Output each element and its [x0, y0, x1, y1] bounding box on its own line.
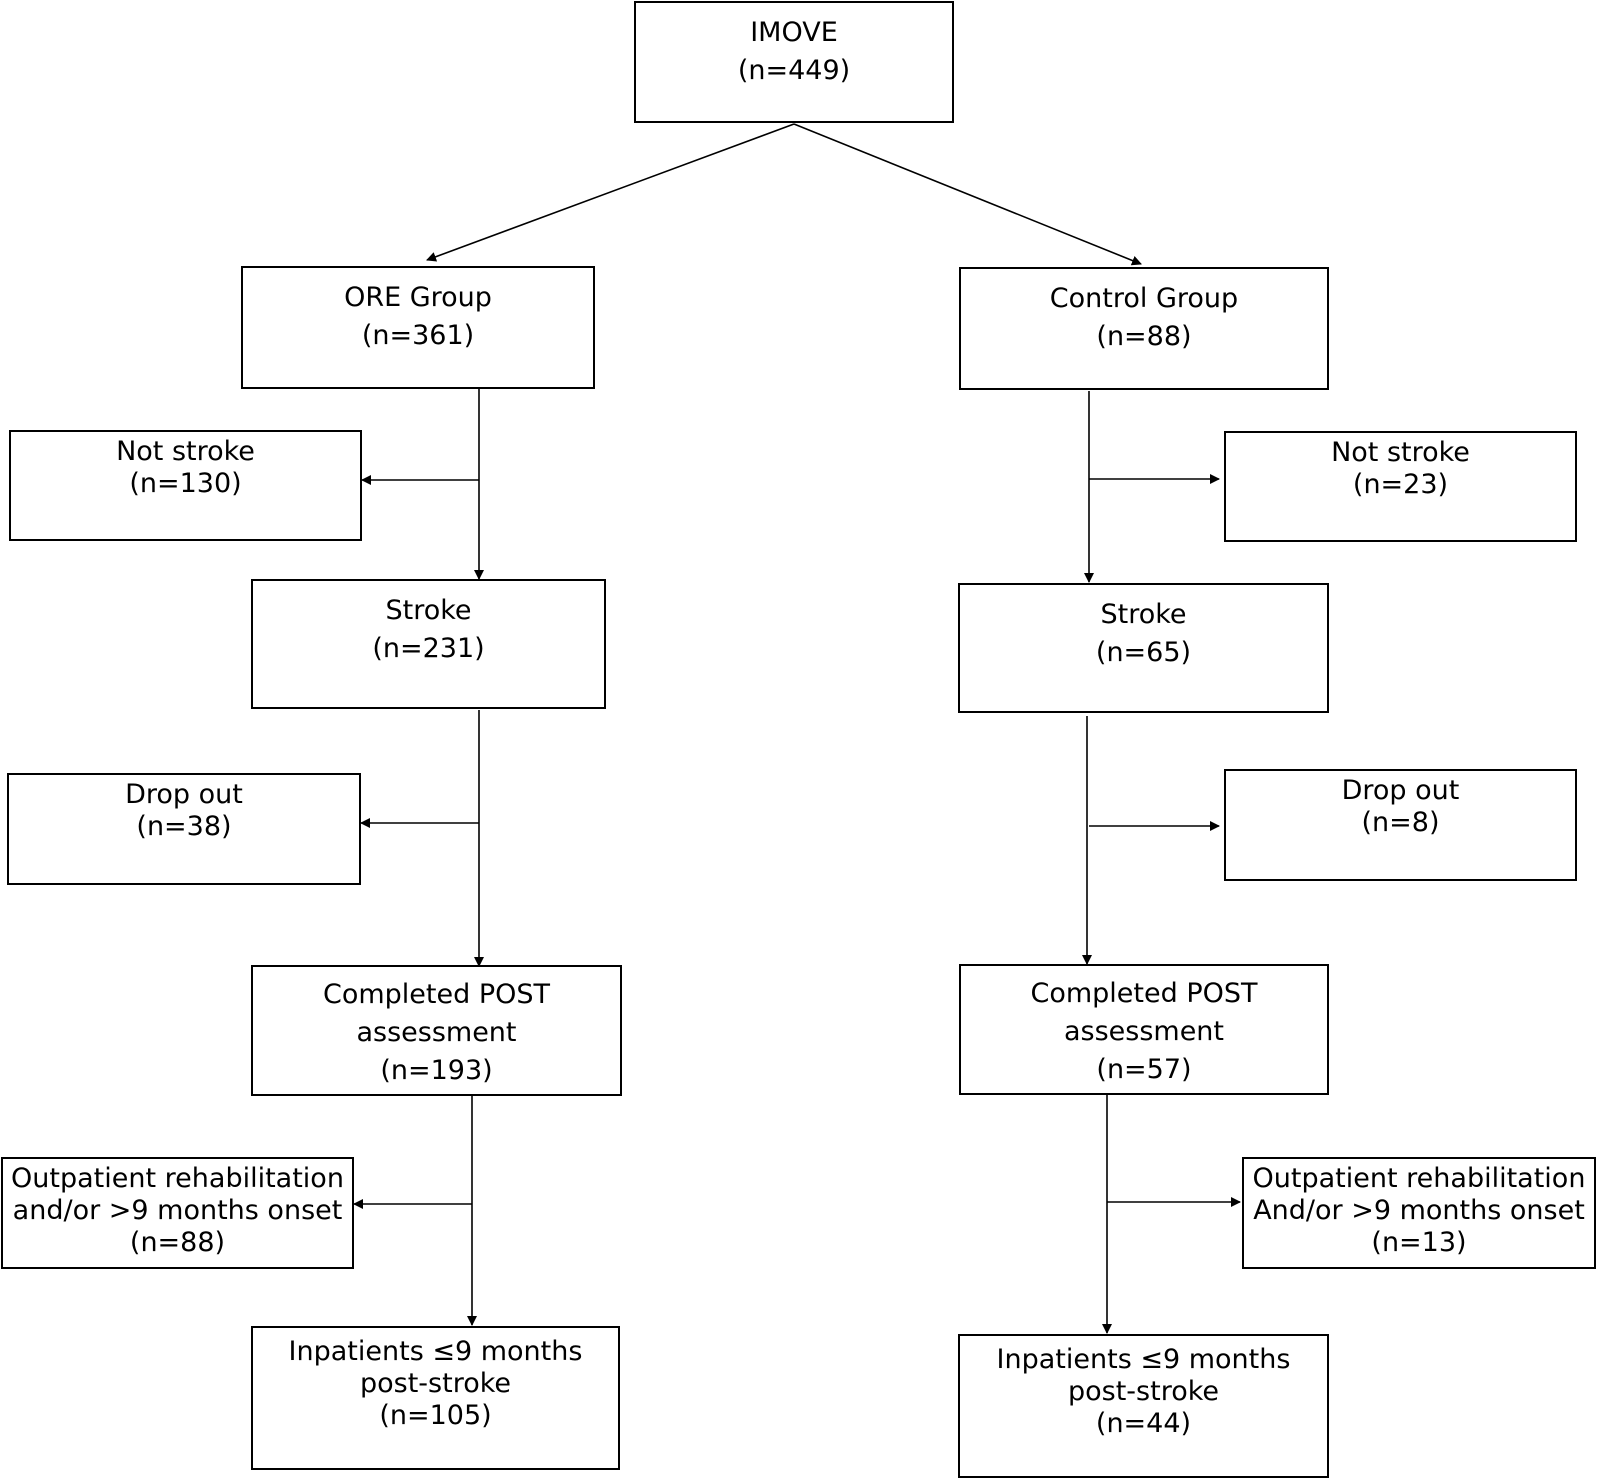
box-control-outpatient: Outpatient rehabilitation And/or >9 mont…	[1242, 1157, 1596, 1269]
box-ore-inpatients: Inpatients ≤9 months post-stroke (n=105)	[251, 1326, 620, 1470]
control-outpatient-line2: And/or >9 months onset	[1253, 1195, 1585, 1226]
ore-stroke-label: Stroke	[385, 595, 472, 626]
control-inpatients-line2: post-stroke	[1067, 1376, 1220, 1407]
control-not-stroke-label: Not stroke	[1331, 437, 1470, 468]
control-drop-out-count: (n=8)	[1361, 807, 1440, 838]
control-outpatient-line1: Outpatient rehabilitation	[1252, 1163, 1586, 1194]
ore-outpatient-line1: Outpatient rehabilitation	[11, 1163, 344, 1194]
control-group-count: (n=88)	[1096, 321, 1192, 352]
box-ore-stroke: Stroke (n=231)	[251, 579, 606, 709]
ore-group-count: (n=361)	[361, 320, 475, 351]
imove-label: IMOVE	[750, 17, 838, 48]
ore-outpatient-line2: and/or >9 months onset	[12, 1195, 343, 1226]
ore-inpatients-count: (n=105)	[379, 1400, 492, 1431]
imove-count: (n=449)	[737, 55, 851, 86]
box-ore-not-stroke: Not stroke (n=130)	[9, 430, 362, 541]
ore-completed-line2: assessment	[356, 1017, 517, 1048]
box-control-stroke: Stroke (n=65)	[958, 583, 1329, 713]
control-completed-line2: assessment	[1063, 1016, 1225, 1047]
ore-inpatients-line2: post-stroke	[359, 1368, 512, 1399]
ore-not-stroke-label: Not stroke	[116, 436, 255, 467]
box-ore-group: ORE Group (n=361)	[241, 266, 595, 389]
control-outpatient-count: (n=13)	[1371, 1227, 1467, 1258]
box-control-inpatients: Inpatients ≤9 months post-stroke (n=44)	[958, 1334, 1329, 1478]
ore-group-label: ORE Group	[344, 282, 492, 313]
control-stroke-count: (n=65)	[1095, 637, 1192, 668]
box-control-completed: Completed POST assessment (n=57)	[959, 964, 1329, 1095]
control-completed-count: (n=57)	[1096, 1054, 1192, 1085]
ore-stroke-count: (n=231)	[372, 633, 485, 664]
box-control-group: Control Group (n=88)	[959, 267, 1329, 390]
control-drop-out-label: Drop out	[1341, 775, 1460, 806]
ore-inpatients-line1: Inpatients ≤9 months	[288, 1336, 583, 1367]
box-ore-completed: Completed POST assessment (n=193)	[251, 965, 622, 1096]
control-stroke-label: Stroke	[1100, 599, 1187, 630]
ore-completed-count: (n=193)	[380, 1055, 493, 1086]
box-ore-outpatient: Outpatient rehabilitation and/or >9 mont…	[1, 1157, 354, 1269]
control-completed-line1: Completed POST	[1030, 978, 1258, 1009]
ore-completed-line1: Completed POST	[322, 979, 550, 1010]
box-imove: IMOVE (n=449)	[634, 1, 954, 123]
arrow-imove-to-ore	[426, 123, 795, 262]
box-control-not-stroke: Not stroke (n=23)	[1224, 431, 1577, 542]
ore-drop-out-label: Drop out	[125, 779, 243, 810]
box-control-drop-out: Drop out (n=8)	[1224, 769, 1577, 881]
arrow-imove-to-control	[793, 123, 1142, 266]
ore-outpatient-count: (n=88)	[129, 1227, 226, 1258]
control-inpatients-line1: Inpatients ≤9 months	[996, 1344, 1291, 1375]
ore-drop-out-count: (n=38)	[136, 811, 232, 842]
control-not-stroke-count: (n=23)	[1352, 469, 1449, 500]
control-group-label: Control Group	[1049, 283, 1239, 314]
ore-not-stroke-count: (n=130)	[129, 468, 242, 499]
control-inpatients-count: (n=44)	[1095, 1408, 1192, 1439]
box-ore-drop-out: Drop out (n=38)	[7, 773, 361, 885]
